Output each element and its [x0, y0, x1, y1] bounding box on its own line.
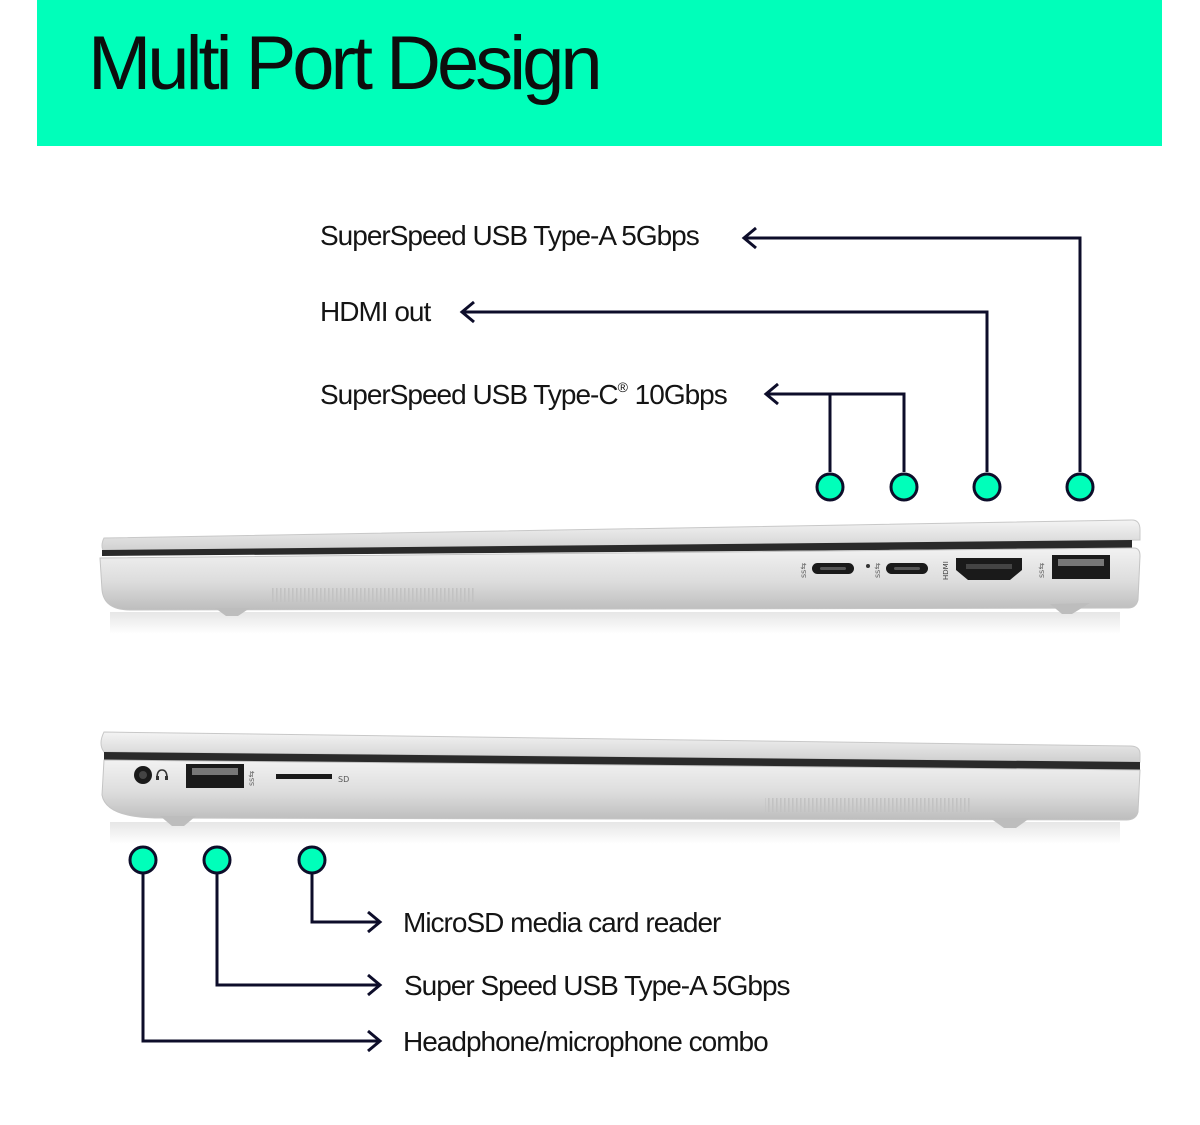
laptop-left-side: ss⇆ SD [100, 731, 1141, 844]
usb-c-port-2-icon: ss⇆ [873, 563, 928, 578]
label-usb-a-right: SuperSpeed USB Type-A 5Gbps [320, 220, 700, 251]
svg-text:ss⇆: ss⇆ [873, 563, 882, 578]
usb-a-port-left-icon: ss⇆ [186, 764, 256, 788]
lid-gap [102, 540, 1132, 556]
laptop-base [101, 759, 1141, 821]
leader-audio [141, 874, 380, 1043]
marker-hdmi [972, 472, 1002, 502]
hdmi-port-icon: HDMI [942, 558, 1022, 580]
laptop-shadow [110, 822, 1120, 844]
label-usb-a-left: Super Speed USB Type-A 5Gbps [404, 970, 791, 1001]
svg-text:ss⇆: ss⇆ [799, 563, 808, 578]
arrow-head-icon [367, 1029, 383, 1053]
svg-text:HDMI: HDMI [942, 561, 950, 580]
marker-microsd [297, 845, 327, 875]
laptop-lid [100, 731, 1141, 763]
leader-usb-a-right [744, 236, 1082, 472]
usb-a-port-right-icon: ss⇆ [1037, 555, 1110, 579]
callout-markers [128, 472, 1095, 875]
svg-text:SD: SD [338, 775, 349, 784]
usb-c-port-1-icon: ss⇆ [799, 563, 854, 578]
registered-mark: ® [617, 379, 628, 395]
arrow-head-icon [763, 382, 779, 406]
label-audio: Headphone/microphone combo [403, 1026, 769, 1057]
label-usb-c-speed: 10Gbps [627, 379, 728, 410]
laptop-shadow [110, 612, 1120, 634]
foot-icon [990, 818, 1030, 828]
marker-usb-a-left [202, 845, 232, 875]
marker-usb-c-1 [815, 472, 845, 502]
marker-usb-c-2 [889, 472, 919, 502]
audio-jack-icon [134, 766, 168, 784]
label-usb-c-text: SuperSpeed USB Type-C [320, 379, 619, 410]
leader-hdmi [462, 310, 989, 472]
charge-led-icon [866, 564, 870, 568]
foot-icon [1050, 603, 1090, 614]
marker-usb-a-right [1065, 472, 1095, 502]
foot-icon [215, 608, 250, 616]
vent-grille [765, 798, 970, 812]
leader-microsd [310, 874, 380, 924]
foot-icon [160, 816, 196, 826]
laptop-lid [101, 519, 1141, 553]
arrow-head-icon [367, 910, 383, 934]
arrow-head-icon [741, 226, 757, 250]
leader-usb-c-1 [766, 392, 832, 472]
microsd-slot-icon: SD [276, 774, 349, 784]
svg-text:ss⇆: ss⇆ [247, 771, 256, 786]
label-microsd: MicroSD media card reader [403, 907, 721, 938]
arrow-head-icon [459, 300, 475, 324]
page-title: Multi Port Design [88, 21, 603, 106]
callout-lines [141, 226, 1082, 1053]
arrow-head-icon [367, 973, 383, 997]
lid-gap [104, 752, 1140, 770]
leader-usb-a-left [215, 874, 380, 987]
label-usb-c: SuperSpeed USB Type-C® 10Gbps [320, 379, 728, 410]
laptop-right-side: ss⇆ ss⇆ HDMI ss⇆ [99, 519, 1141, 634]
leader-usb-c-2 [830, 392, 906, 472]
title-banner [37, 0, 1162, 146]
vent-grille [270, 588, 475, 602]
svg-text:ss⇆: ss⇆ [1037, 563, 1046, 578]
marker-audio [128, 845, 158, 875]
label-hdmi: HDMI out [320, 296, 431, 327]
